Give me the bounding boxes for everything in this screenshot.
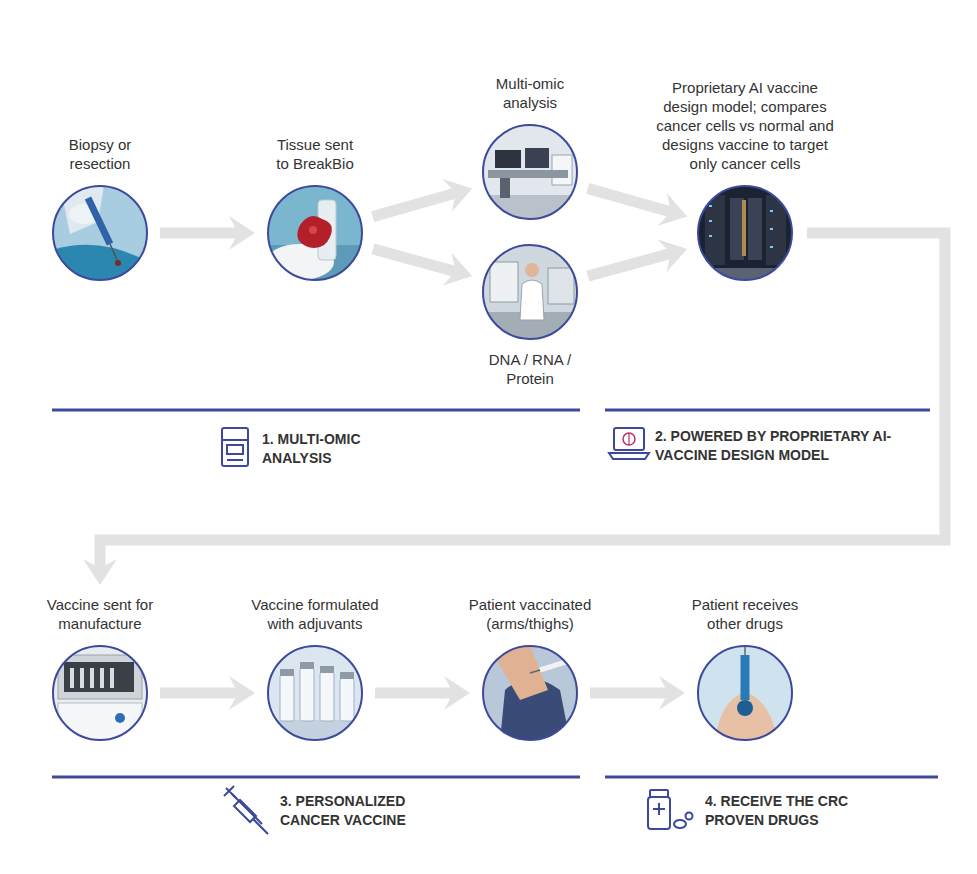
- section-title: 3. PERSONALIZED CANCER VACCINE: [280, 792, 440, 830]
- step-circle: Patient receives other drugs: [697, 645, 793, 741]
- flow-arrow: [373, 249, 457, 272]
- caption-group: Tissue sent to BreakBio: [270, 135, 360, 173]
- instrument-photo: [52, 645, 148, 741]
- step-caption: Vaccine formulated with adjuvants: [241, 595, 389, 633]
- flow-arrow: [588, 188, 672, 212]
- section-title: 1. MULTI-OMIC ANALYSIS: [262, 430, 402, 468]
- pill-bottle-icon: [648, 790, 693, 829]
- biopsy-photo: [52, 185, 148, 281]
- server-photo: [697, 185, 793, 281]
- step-caption: Proprietary AI vaccine design model; com…: [649, 78, 841, 173]
- flow-arrow: [588, 253, 672, 276]
- section-title: 2. POWERED BY PROPRIETARY AI-VACCINE DES…: [655, 427, 915, 465]
- tissue-photo: [266, 185, 363, 281]
- flow-arrow: [160, 228, 239, 239]
- caption-group: Patient receives other drugs: [682, 595, 808, 633]
- step-circle: Tissue sent to BreakBio: [267, 185, 363, 281]
- laptop-icon: [609, 428, 649, 459]
- flow-arrow: [373, 193, 457, 217]
- section-rule: [52, 410, 938, 777]
- caption-group: Proprietary AI vaccine design model; com…: [649, 78, 841, 173]
- syringe-icon: [224, 786, 268, 834]
- injection-photo: [697, 645, 793, 741]
- analyzer-icon: [222, 428, 248, 466]
- caption-group: Multi-omic analysis: [484, 74, 576, 112]
- lab-photo: [482, 124, 578, 220]
- step-circle: Biopsy or resection: [52, 185, 148, 281]
- step-caption: Patient receives other drugs: [682, 595, 808, 633]
- caption-group: DNA / RNA / Protein: [480, 350, 580, 388]
- vaccination-photo: [482, 645, 578, 741]
- vials-photo: [267, 645, 363, 741]
- flow-arrow: [375, 688, 454, 699]
- flow-arrow: [100, 233, 945, 569]
- step-circle: Vaccine sent for manufacture: [52, 645, 148, 741]
- step-caption: Vaccine sent for manufacture: [37, 595, 163, 633]
- lab-photo: [482, 244, 578, 340]
- step-caption: DNA / RNA / Protein: [480, 350, 580, 388]
- flow-arrow: [160, 688, 239, 699]
- caption-group: Biopsy or resection: [54, 135, 146, 173]
- step-circle: Patient vaccinated (arms/thighs): [482, 645, 578, 741]
- step-circle: DNA / RNA / Protein: [482, 244, 578, 340]
- caption-group: Vaccine formulated with adjuvants: [241, 595, 389, 633]
- step-circle: Vaccine formulated with adjuvants: [267, 645, 363, 741]
- step-caption: Patient vaccinated (arms/thighs): [459, 595, 601, 633]
- step-caption: Multi-omic analysis: [484, 74, 576, 112]
- step-circle: Multi-omic analysis: [482, 124, 578, 220]
- section-title: 4. RECEIVE THE CRC PROVEN DRUGS: [705, 792, 865, 830]
- step-caption: Tissue sent to BreakBio: [270, 135, 360, 173]
- caption-group: Vaccine sent for manufacture: [37, 595, 163, 633]
- step-circle: Proprietary AI vaccine design model; com…: [697, 185, 793, 281]
- step-caption: Biopsy or resection: [54, 135, 146, 173]
- flow-arrow: [590, 688, 669, 699]
- caption-group: Patient vaccinated (arms/thighs): [459, 595, 601, 633]
